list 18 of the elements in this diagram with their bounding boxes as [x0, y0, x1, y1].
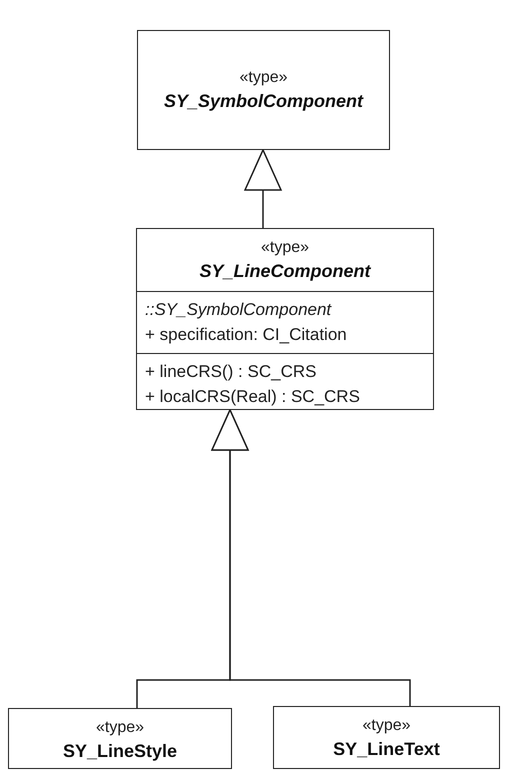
attribute-text: + specification: CI_Citation: [145, 324, 347, 346]
stereotype-label: «type»: [239, 68, 288, 88]
stereotype-label: «type»: [362, 716, 411, 736]
operation-text: + lineCRS() : SC_CRS: [145, 361, 316, 384]
attribute-text: ::SY_SymbolComponent: [145, 298, 332, 321]
class-name: SY_LineStyle: [62, 740, 178, 763]
class-name: SY_LineText: [333, 738, 440, 761]
generalization-arrow: [211, 409, 411, 706]
stereotype-label: «type»: [96, 718, 144, 738]
operation-text: + localCRS(Real) : SC_CRS: [145, 386, 360, 408]
generalization-arrow: [244, 149, 282, 228]
class-box: [273, 706, 500, 769]
class-box: [137, 30, 390, 150]
class-box: [136, 228, 434, 410]
class-name: SY_LineComponent: [199, 260, 370, 283]
stereotype-label: «type»: [260, 238, 310, 258]
class-name: SY_SymbolComponent: [164, 90, 364, 113]
class-box: [8, 708, 232, 769]
